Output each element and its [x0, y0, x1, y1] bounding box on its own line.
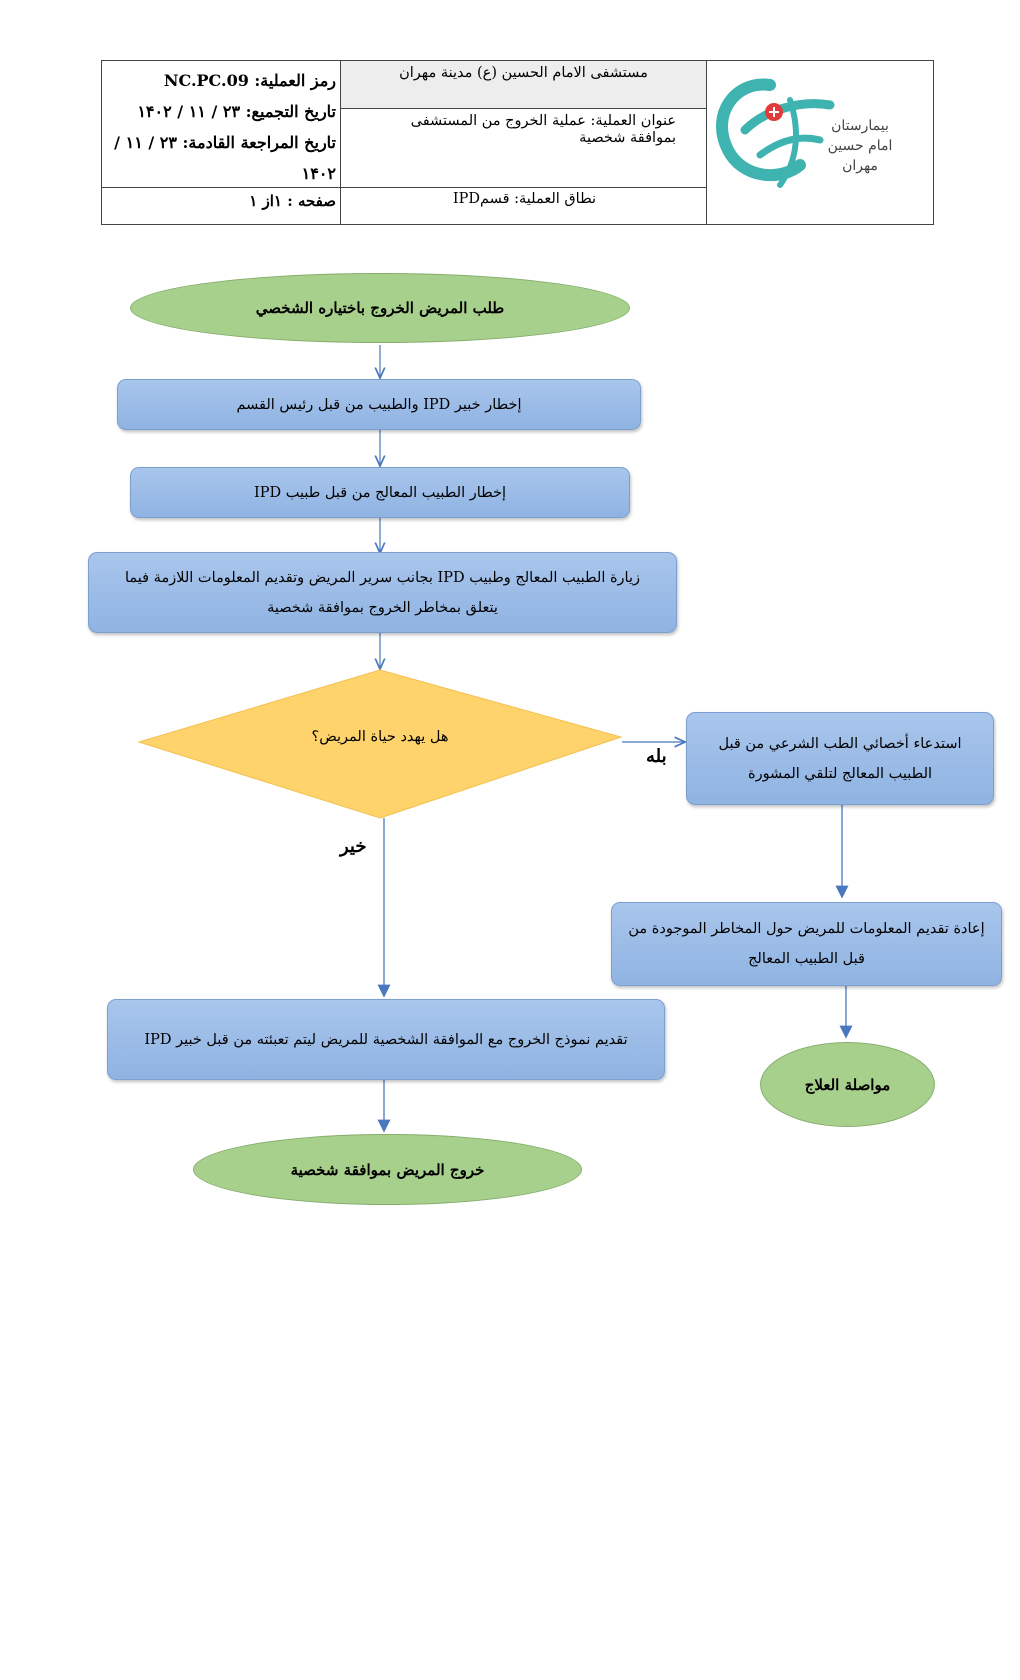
no-label: خير: [340, 836, 367, 857]
page-number: صفحه : ۱از ۱: [249, 192, 336, 210]
step-bedside-visit: زيارة الطبيب المعالج وطبيب IPD بجانب سري…: [88, 552, 677, 633]
step-call-forensic: استدعاء أخصائي الطب الشرعي من قبل الطبيب…: [686, 712, 994, 805]
svg-text:امام حسین: امام حسین: [828, 138, 893, 154]
next-review-date: تاريخ المراجعة القادمة: ٢٣ / ١١ /: [114, 133, 336, 152]
hospital-logo: بیمارستان امام حسین مهران: [716, 78, 893, 188]
decision-diamond: [137, 669, 623, 819]
svg-text:مهران: مهران: [842, 158, 878, 174]
divider: [340, 61, 341, 224]
process-code: رمز العملية: NC.PC.09: [163, 71, 336, 90]
step-notify-ipd: إخطار خبير IPD والطبيب من قبل رئيس القسم: [117, 379, 641, 430]
logo-text: بیمارستان: [831, 118, 889, 134]
next-review-date-year: ١۴٠٢: [301, 164, 336, 183]
end-discharge: خروج المريض بموافقة شخصية: [193, 1134, 582, 1205]
header-table: مستشفى الامام الحسين (ع) مدينة مهران عنو…: [101, 60, 934, 225]
start-terminal: طلب المريض الخروج باختياره الشخصي: [130, 273, 630, 343]
step-discharge-form: تقديم نموذج الخروج مع الموافقة الشخصية ل…: [107, 999, 665, 1080]
divider: [341, 108, 706, 109]
process-title: عنوان العملية: عملية الخروج من المستشفى …: [410, 113, 676, 146]
step-notify-physician: إخطار الطبيب المعالج من قبل طبيب IPD: [130, 467, 630, 518]
step-reinform-patient: إعادة تقديم المعلومات للمريض حول المخاطر…: [611, 902, 1002, 986]
hospital-name: مستشفى الامام الحسين (ع) مدينة مهران: [341, 61, 706, 108]
compile-date: تاريخ التجميع: ٢٣ / ١١ / ١۴٠٢: [137, 102, 336, 121]
decision-question: هل يهدد حياة المريض؟: [311, 729, 449, 745]
process-scope: نطاق العملية: قسمIPD: [452, 191, 596, 207]
divider: [102, 187, 706, 188]
end-continue-treatment: مواصلة العلاج: [760, 1042, 935, 1127]
process-meta: رمز العملية: NC.PC.09 تاريخ التجميع: ٢٣ …: [102, 61, 340, 187]
yes-label: بله: [646, 746, 667, 767]
divider: [706, 61, 707, 224]
